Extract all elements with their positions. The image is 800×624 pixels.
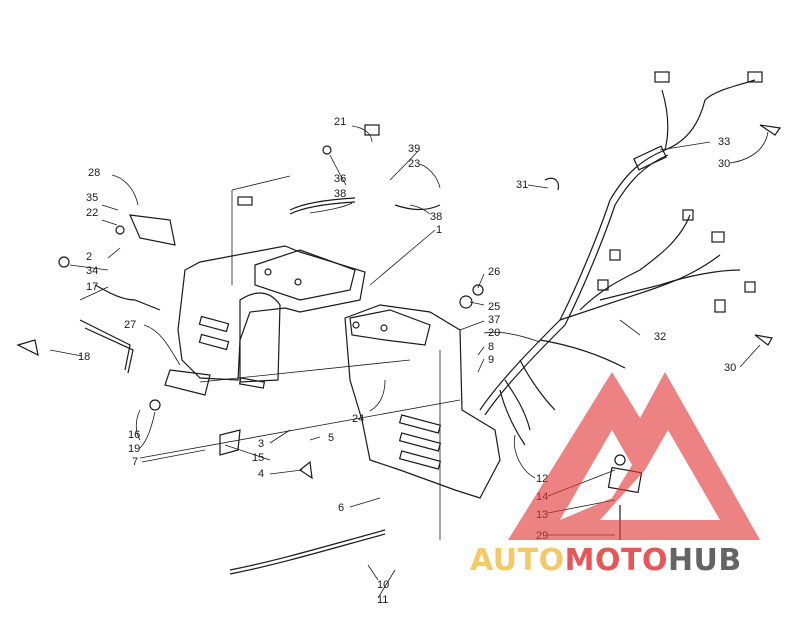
callout-21: 21 [334, 116, 346, 128]
callout-26: 26 [488, 266, 500, 278]
callout-23: 23 [408, 158, 420, 170]
callout-3: 3 [258, 438, 264, 450]
callout-11: 11 [377, 594, 388, 606]
callout-28: 28 [88, 167, 100, 179]
watermark-moto: MOTO [565, 543, 668, 578]
callout-20: 20 [488, 327, 500, 339]
callout-16: 16 [128, 429, 140, 441]
callout-38b: 38 [430, 211, 442, 223]
callout-31: 31 [516, 179, 528, 191]
callout-30b: 30 [724, 362, 736, 374]
main-housing [177, 245, 501, 499]
callout-7: 7 [132, 456, 138, 468]
callout-36: 36 [334, 173, 346, 185]
callouts: 1 2 3 4 5 6 7 8 9 10 11 12 13 14 15 16 1… [78, 116, 736, 606]
callout-34: 34 [86, 265, 98, 277]
watermark-triangle-mark [508, 372, 760, 540]
wire-harness [16, 71, 782, 575]
callout-35: 35 [86, 192, 98, 204]
callout-25: 25 [488, 301, 500, 313]
callout-32: 32 [654, 331, 666, 343]
callout-17: 17 [86, 281, 98, 293]
callout-27: 27 [124, 319, 136, 331]
callout-6: 6 [338, 502, 344, 514]
callout-4: 4 [258, 468, 264, 480]
callout-8: 8 [488, 341, 494, 353]
callout-2: 2 [86, 251, 92, 263]
watermark-auto: AUTO [470, 543, 565, 578]
callout-37: 37 [488, 314, 500, 326]
callout-30a: 30 [718, 158, 730, 170]
watermark-hub: HUB [668, 543, 742, 578]
callout-9: 9 [488, 354, 494, 366]
callout-10: 10 [377, 579, 389, 591]
callout-19: 19 [128, 443, 140, 455]
svg-text:AUTOMOTOHUB: AUTOMOTOHUB [470, 543, 742, 578]
callout-39: 39 [408, 143, 420, 155]
watermark-logo: AUTOMOTOHUB [470, 372, 760, 578]
callout-18: 18 [78, 351, 90, 363]
callout-22: 22 [86, 207, 98, 219]
callout-15: 15 [252, 452, 264, 464]
callout-38a: 38 [334, 188, 346, 200]
callout-1: 1 [436, 224, 442, 236]
callout-24: 24 [352, 413, 364, 425]
callout-5: 5 [328, 432, 334, 444]
callout-33: 33 [718, 136, 730, 148]
